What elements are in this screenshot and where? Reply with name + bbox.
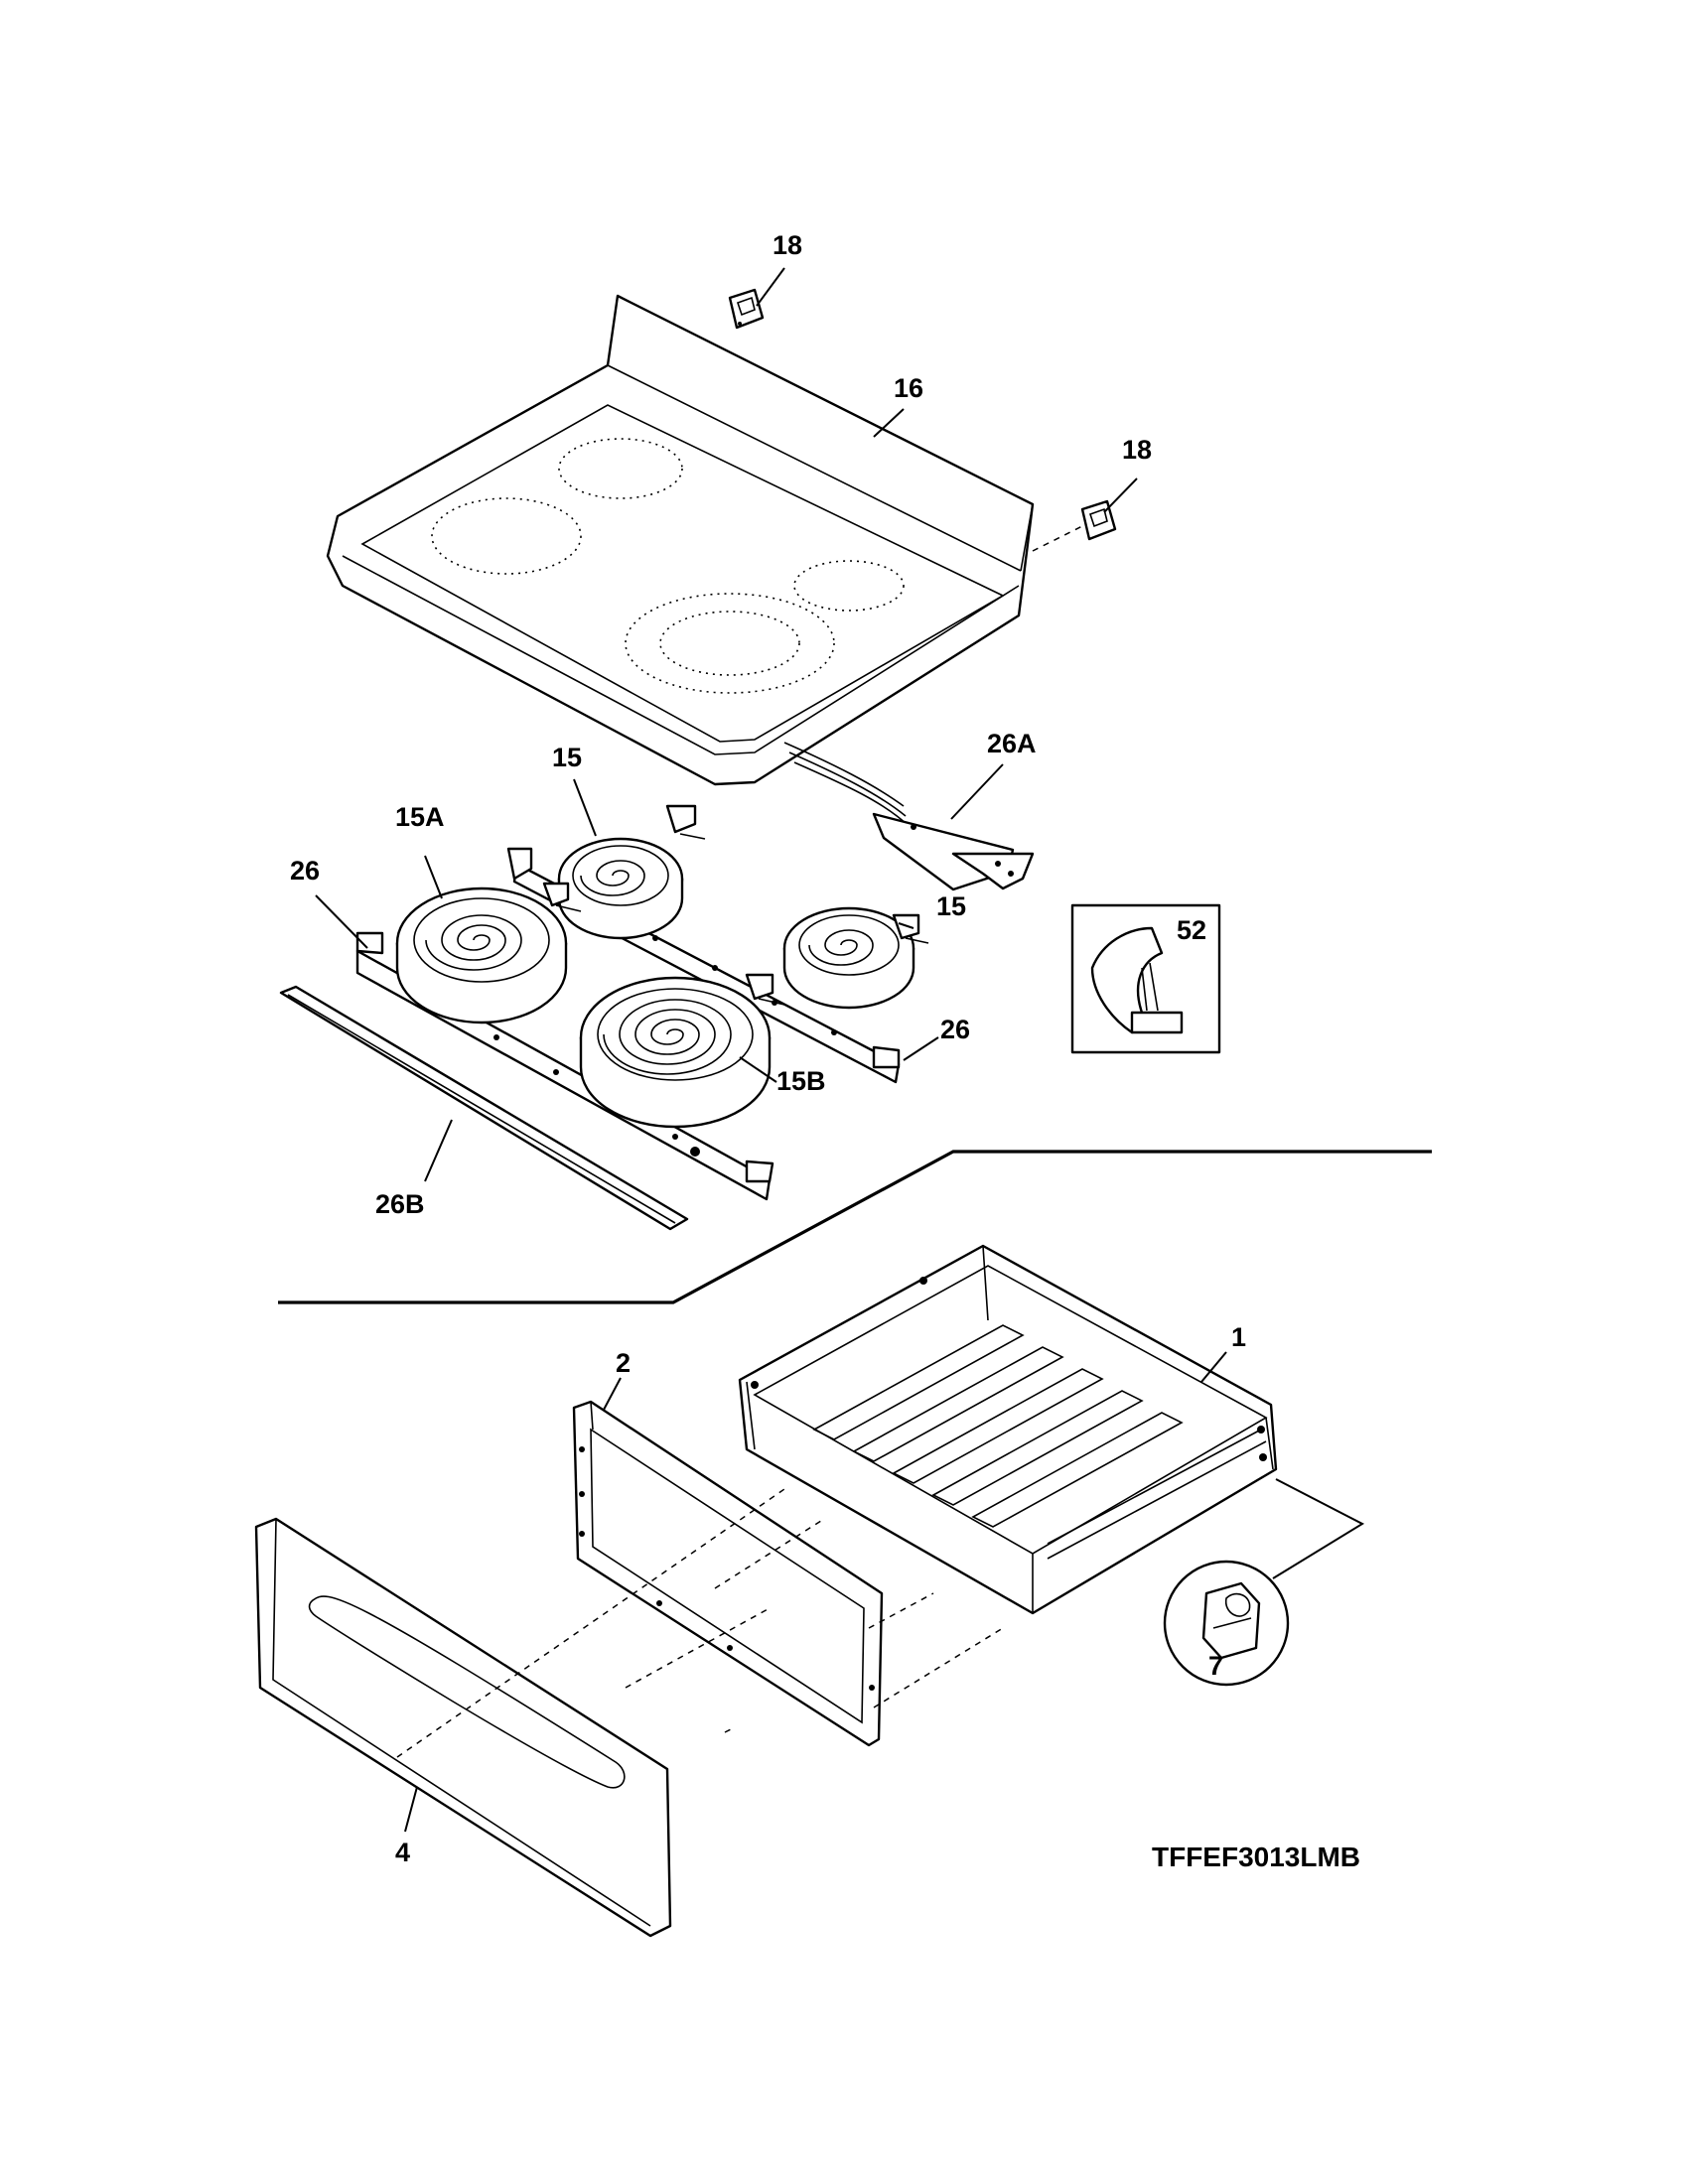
burner-marking-front-left xyxy=(431,497,582,575)
detail-circle-7 xyxy=(1163,1560,1290,1687)
radiant-element-15-rear[interactable] xyxy=(557,804,706,940)
label-26b: 26B xyxy=(375,1189,425,1219)
label-2: 2 xyxy=(616,1348,631,1378)
cooktop-glass-top[interactable] xyxy=(326,294,1035,786)
label-15-top: 15 xyxy=(552,743,582,772)
label-1: 1 xyxy=(1231,1322,1246,1352)
section-divider xyxy=(278,1150,1432,1304)
label-26a: 26A xyxy=(987,729,1037,758)
burner-marking-rear-right xyxy=(793,560,905,612)
label-18-right: 18 xyxy=(1122,435,1152,465)
label-26-left: 26 xyxy=(290,856,320,886)
label-7: 7 xyxy=(1208,1651,1223,1681)
drawer-front-panel[interactable] xyxy=(254,1517,672,1938)
label-26-right: 26 xyxy=(940,1015,970,1044)
part-7-clip[interactable] xyxy=(1201,1581,1261,1660)
part-52-clip[interactable] xyxy=(1090,926,1184,1034)
bracket-18-top[interactable] xyxy=(728,288,765,330)
label-16: 16 xyxy=(894,373,923,403)
label-15b: 15B xyxy=(776,1066,826,1096)
label-18-top: 18 xyxy=(773,230,802,260)
radiant-element-15-right[interactable] xyxy=(782,906,929,1010)
wiring-harness-26a[interactable] xyxy=(783,742,1035,891)
burner-marking-rear-left xyxy=(558,438,683,499)
radiant-element-15b[interactable] xyxy=(579,973,785,1129)
label-15a: 15A xyxy=(395,802,445,832)
label-4: 4 xyxy=(395,1838,410,1867)
drawer-body[interactable] xyxy=(738,1244,1278,1615)
radiant-element-15a[interactable] xyxy=(395,882,582,1024)
burner-marking-front-right xyxy=(625,593,835,694)
label-52: 52 xyxy=(1177,915,1206,945)
drawer-panel-frame[interactable] xyxy=(572,1400,884,1747)
trim-strip-26b[interactable] xyxy=(279,985,689,1231)
label-15-right: 15 xyxy=(936,891,966,921)
model-number: TFFEF3013LMB xyxy=(1152,1842,1360,1872)
inset-box-52 xyxy=(1070,903,1221,1054)
